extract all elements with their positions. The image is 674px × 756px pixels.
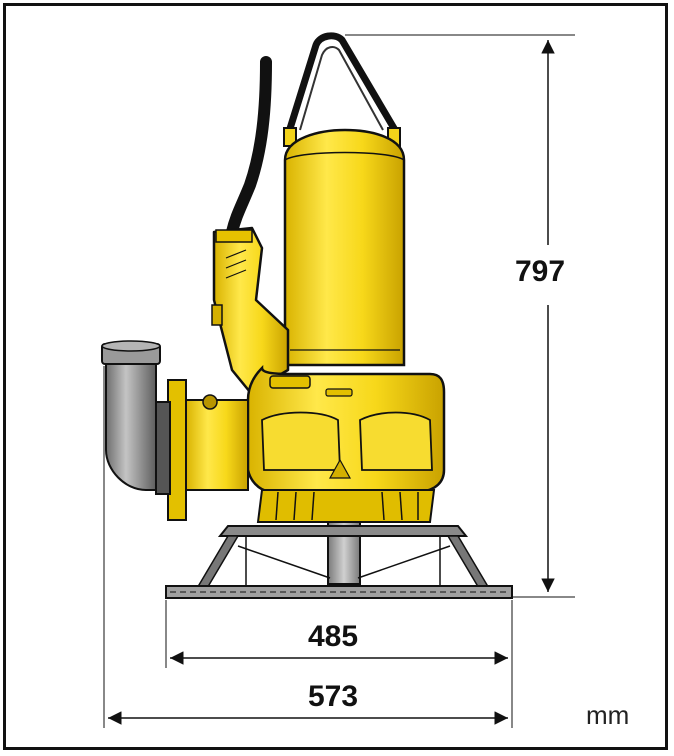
drawing-frame <box>3 3 668 750</box>
power-cable <box>226 56 272 238</box>
pump-feet <box>256 489 436 523</box>
overall-width-dimension <box>103 366 513 728</box>
motor-housing <box>283 127 406 367</box>
discharge-elbow <box>101 340 249 521</box>
pump-casing <box>246 364 446 494</box>
lifting-handle <box>284 32 399 137</box>
base-width-value: 485 <box>308 620 359 653</box>
base-width-dimension <box>165 600 513 668</box>
pump-stand <box>165 521 513 599</box>
cable-entry-box <box>211 226 290 394</box>
unit-label: mm <box>586 700 630 730</box>
height-dimension <box>345 34 575 598</box>
height-value: 797 <box>515 255 566 288</box>
overall-width-value: 573 <box>308 680 359 713</box>
